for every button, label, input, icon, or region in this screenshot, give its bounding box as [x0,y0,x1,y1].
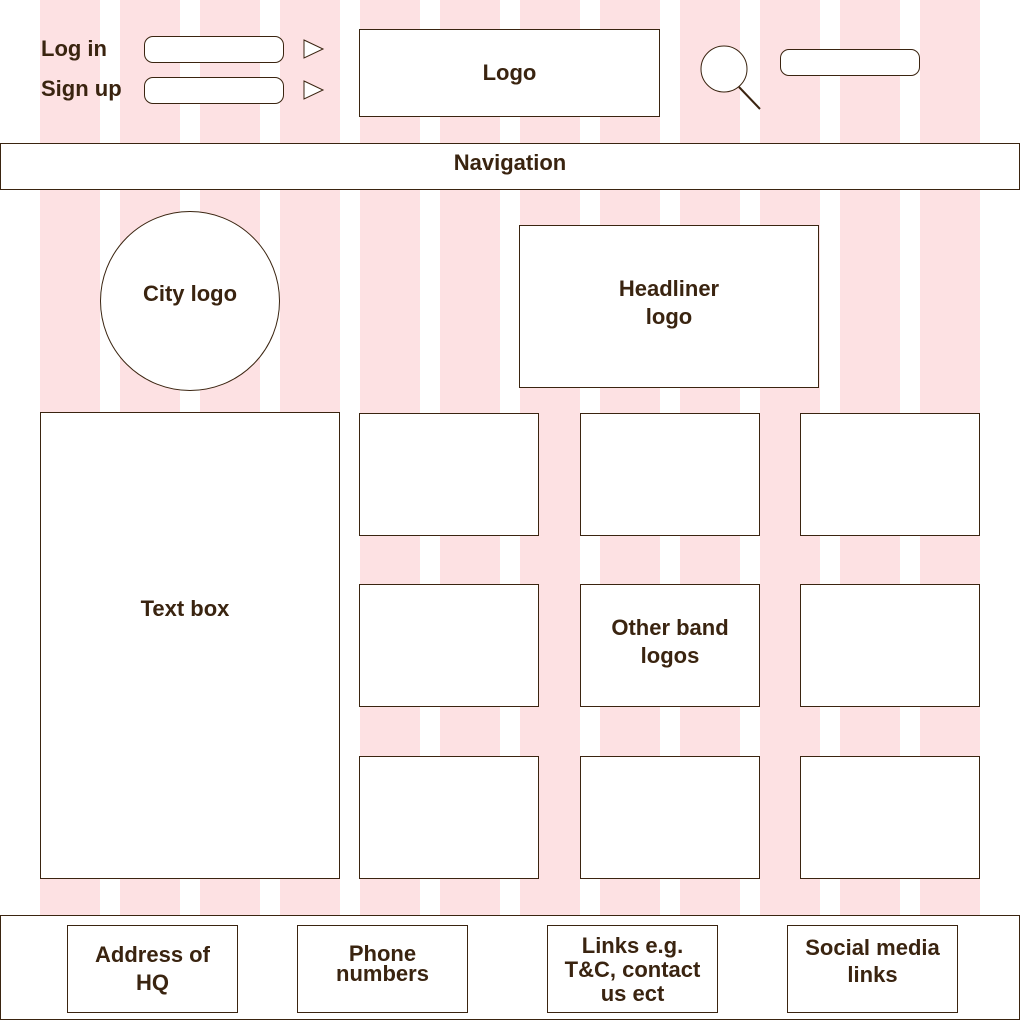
band-logo-tile [800,584,980,707]
site-logo[interactable]: Logo [359,29,660,117]
signup-submit-icon[interactable] [303,80,325,100]
band-logo-tile: Other band logos [580,584,760,707]
footer-social[interactable]: Social media links [787,925,958,1013]
footer-address[interactable]: Address of HQ [67,925,238,1013]
site-logo-label: Logo [482,60,537,85]
city-logo: City logo [100,211,280,391]
band-logo-tile [800,756,980,879]
footer-address-label: Address of HQ [95,942,210,995]
band-logo-tile [580,756,760,879]
text-box: Text box [40,412,340,879]
login-submit-icon[interactable] [303,39,325,59]
band-logo-tile [800,413,980,536]
navigation-label: Navigation [453,150,567,175]
band-logo-tile [359,584,539,707]
signup-label: Sign up [41,76,122,101]
footer-phone-label: Phone numbers [336,941,429,986]
band-logo-tile [359,756,539,879]
headliner-logo: Headliner logo [519,225,819,388]
footer: Address of HQ Phone numbers Links e.g. T… [0,915,1020,1020]
footer-links-label: Links e.g. T&C, contact us ect [564,933,701,1006]
login-input[interactable] [144,36,284,63]
footer-social-label: Social media links [805,935,940,987]
search-input[interactable] [780,49,920,76]
city-logo-label: City logo [142,281,238,306]
text-box-label: Text box [140,595,230,621]
headliner-logo-label: Headliner logo [618,275,720,329]
band-logo-tile [580,413,760,536]
band-logo-tile [359,413,539,536]
search-icon[interactable] [699,45,763,111]
footer-phone[interactable]: Phone numbers [297,925,468,1013]
login-label: Log in [41,36,107,61]
footer-links[interactable]: Links e.g. T&C, contact us ect [547,925,718,1013]
other-band-logos-label: Other band logos [611,614,729,668]
navigation-bar[interactable]: Navigation [0,143,1020,190]
signup-input[interactable] [144,77,284,104]
